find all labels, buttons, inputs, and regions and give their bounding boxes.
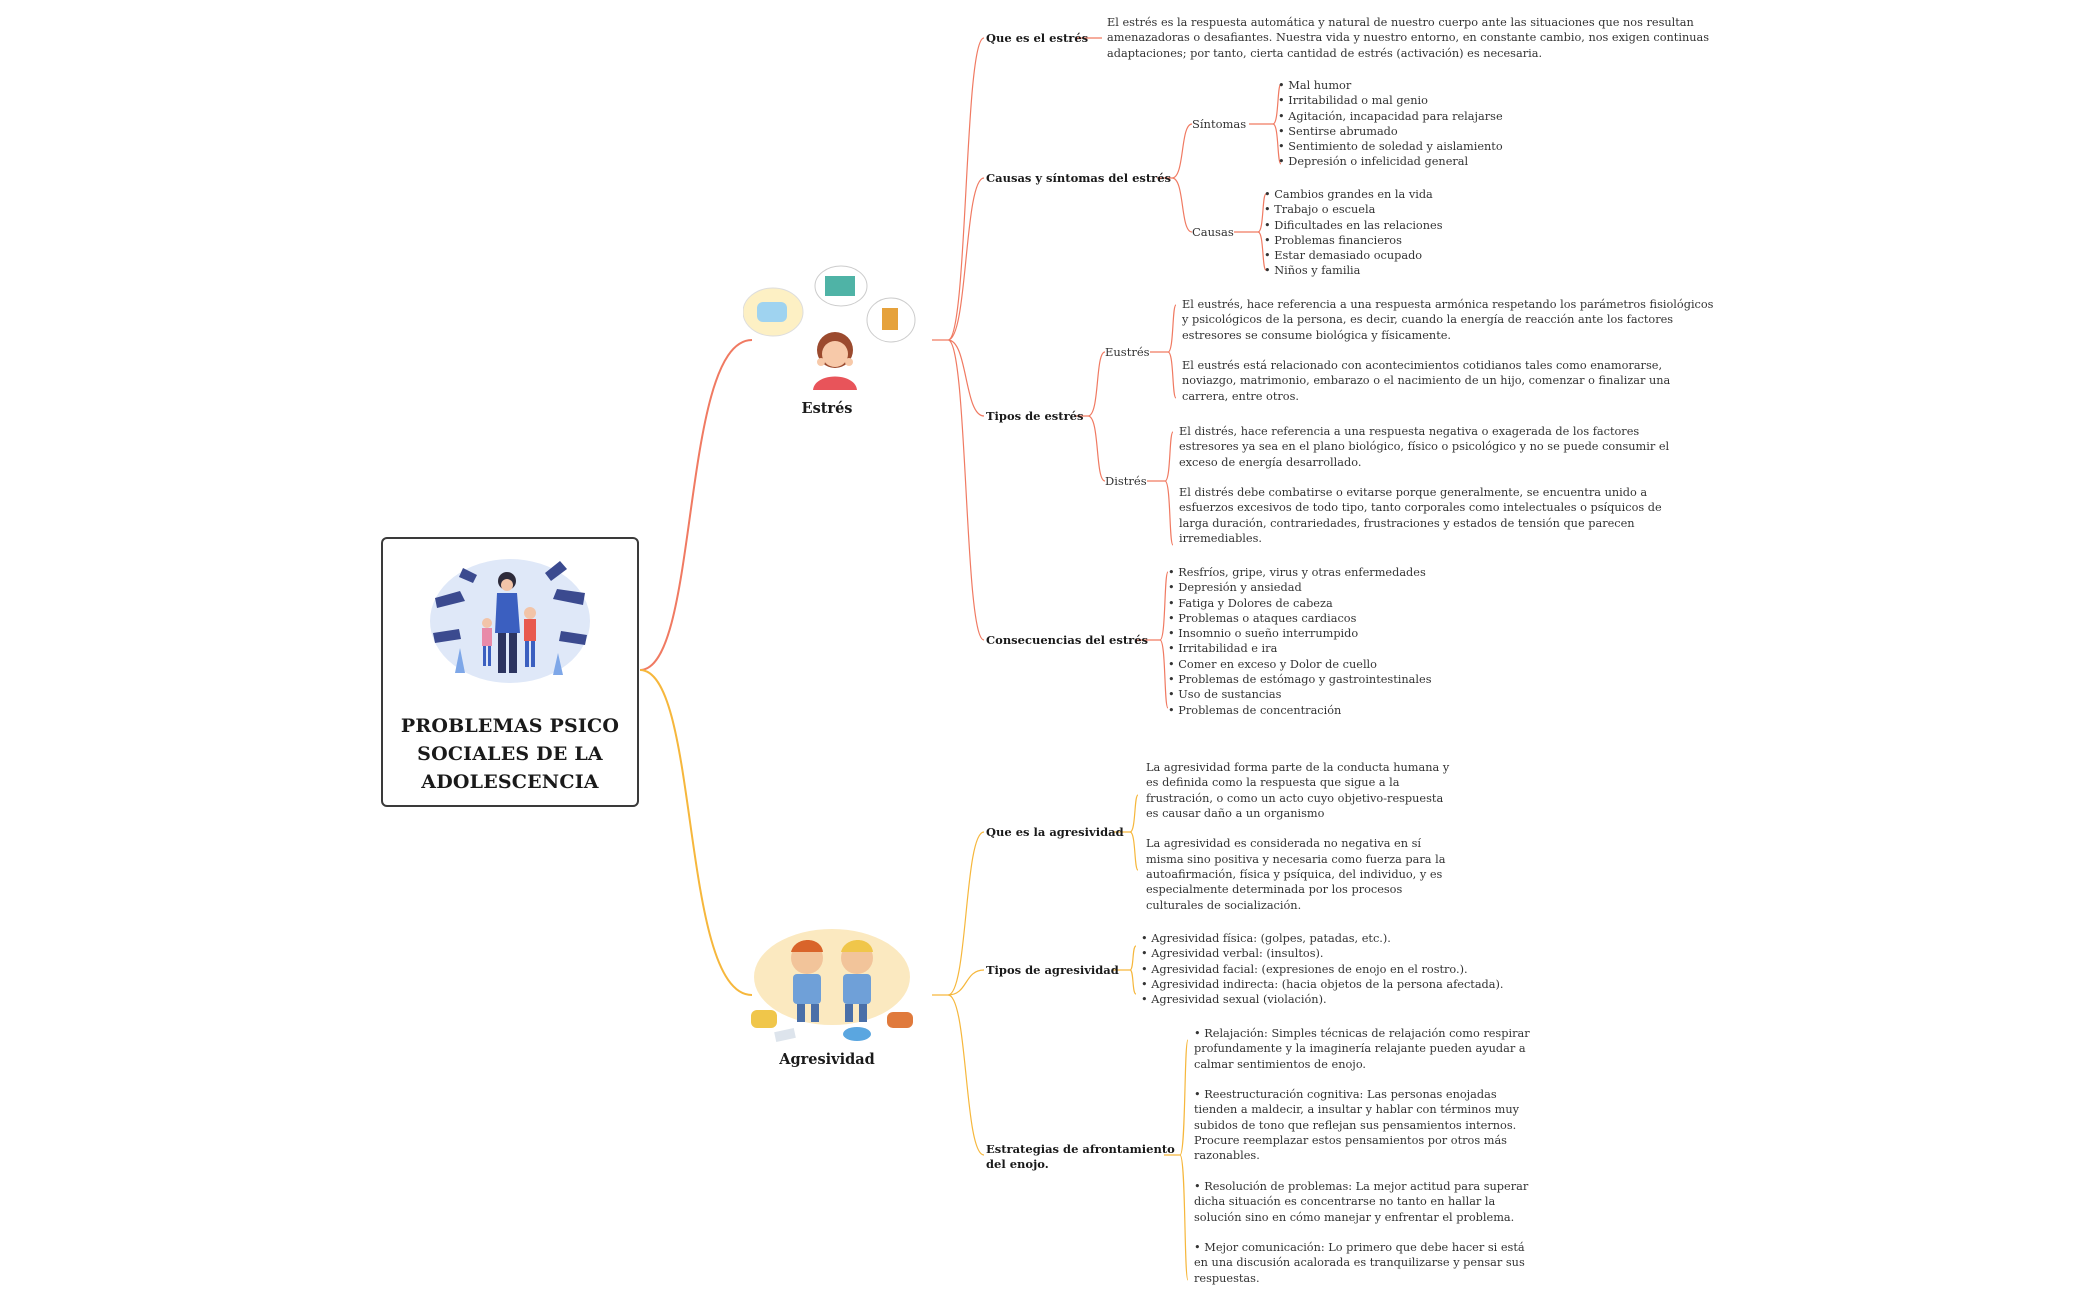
list-item: Agresividad facial: (expresiones de enoj… bbox=[1141, 962, 1504, 977]
que-es-agresividad-text: La agresividad forma parte de la conduct… bbox=[1146, 761, 1450, 912]
list-item: Niños y familia bbox=[1264, 263, 1443, 278]
node-causas-sintomas[interactable]: Causas y síntomas del estrés bbox=[986, 171, 1172, 185]
node-tipos-estres[interactable]: Tipos de estrés bbox=[986, 409, 1084, 423]
edge-root-estres bbox=[639, 339, 753, 671]
list-item: Agresividad física: (golpes, patadas, et… bbox=[1141, 931, 1504, 946]
node-estres[interactable]: Estrés bbox=[801, 400, 853, 417]
list-item: Uso de sustancias bbox=[1168, 687, 1432, 702]
node-estrategias[interactable]: Estrategias de afrontamiento del enojo. bbox=[986, 1142, 1175, 1171]
list-item: Irritabilidad e ira bbox=[1168, 641, 1432, 656]
edge-distres-text bbox=[1147, 431, 1174, 546]
edge-sintomas-list bbox=[1249, 83, 1282, 165]
edge-agresividad-branches bbox=[932, 831, 985, 1156]
list-item: Insomnio o sueño interrumpido bbox=[1168, 626, 1432, 641]
edge-root-agresividad bbox=[639, 669, 753, 996]
consecuencias-list: Resfríos, gripe, virus y otras enfermeda… bbox=[1168, 565, 1432, 718]
node-agresividad[interactable]: Agresividad bbox=[779, 1051, 875, 1068]
list-item: Sentirse abrumado bbox=[1278, 124, 1503, 139]
edge-estres-branches bbox=[932, 37, 985, 641]
node-tipos-agresividad[interactable]: Tipos de agresividad bbox=[986, 963, 1119, 977]
stressed-woman-illustration[interactable] bbox=[743, 262, 923, 390]
list-item: Problemas o ataques cardiacos bbox=[1168, 611, 1432, 626]
node-sintomas[interactable]: Síntomas bbox=[1192, 117, 1247, 131]
que-es-estres-text: El estrés es la respuesta automática y n… bbox=[1107, 16, 1710, 60]
causas-list: Cambios grandes en la vida Trabajo o esc… bbox=[1264, 187, 1443, 279]
list-item: Dificultades en las relaciones bbox=[1264, 218, 1442, 233]
fighting-kids-illustration[interactable] bbox=[745, 922, 920, 1044]
eustres-text: El eustrés, hace referencia a una respue… bbox=[1182, 298, 1714, 403]
sintomas-list: Mal humor Irritabilidad o mal genio Agit… bbox=[1278, 78, 1503, 170]
list-item: Agresividad indirecta: (hacia objetos de… bbox=[1141, 977, 1503, 992]
edge-estrategias-text bbox=[1164, 1039, 1189, 1281]
estrategias-text: • Relajación: Simples técnicas de relaja… bbox=[1194, 1027, 1530, 1285]
node-eustres[interactable]: Eustrés bbox=[1105, 345, 1150, 359]
list-item: Cambios grandes en la vida bbox=[1264, 187, 1443, 202]
edge-eustres-text bbox=[1150, 304, 1177, 399]
list-item: Agresividad sexual (violación). bbox=[1141, 992, 1504, 1007]
list-item: Fatiga y Dolores de cabeza bbox=[1168, 596, 1432, 611]
list-item: Irritabilidad o mal genio bbox=[1278, 93, 1503, 108]
node-consecuencias[interactable]: Consecuencias del estrés bbox=[986, 633, 1148, 647]
list-item: Depresión o infelicidad general bbox=[1278, 154, 1503, 169]
node-distres[interactable]: Distrés bbox=[1105, 474, 1147, 488]
list-item: Depresión y ansiedad bbox=[1168, 580, 1432, 595]
node-causas[interactable]: Causas bbox=[1192, 225, 1234, 239]
edge-tipos bbox=[1075, 351, 1106, 482]
edge-causas bbox=[1157, 123, 1193, 233]
family-illustration bbox=[430, 559, 590, 683]
list-item: Agresividad verbal: (insultos). bbox=[1141, 946, 1504, 961]
node-que-es-agresividad[interactable]: Que es la agresividad bbox=[986, 825, 1124, 839]
list-item: Trabajo o escuela bbox=[1264, 202, 1443, 217]
list-item: Agitación, incapacidad para relajarse bbox=[1278, 109, 1502, 124]
edge-causas-list bbox=[1234, 193, 1267, 271]
list-item: Problemas financieros bbox=[1264, 233, 1443, 248]
list-item: Sentimiento de soledad y aislamiento bbox=[1278, 139, 1502, 154]
list-item: Mal humor bbox=[1278, 78, 1503, 93]
node-que-es-estres[interactable]: Que es el estrés bbox=[986, 31, 1089, 45]
edge-queesagr-text bbox=[1114, 794, 1139, 871]
tipos-agresividad-list: Agresividad física: (golpes, patadas, et… bbox=[1141, 931, 1504, 1007]
root-title: PROBLEMAS PSICO SOCIALES DE LA ADOLESCEN… bbox=[400, 715, 620, 793]
list-item: Resfríos, gripe, virus y otras enfermeda… bbox=[1168, 565, 1432, 580]
list-item: Problemas de concentración bbox=[1168, 703, 1432, 718]
list-item: Estar demasiado ocupado bbox=[1264, 248, 1443, 263]
distres-text: El distrés, hace referencia a una respue… bbox=[1179, 425, 1670, 546]
edge-tiposagr-list bbox=[1112, 945, 1137, 995]
list-item: Comer en exceso y Dolor de cuello bbox=[1168, 657, 1432, 672]
list-item: Problemas de estómago y gastrointestinal… bbox=[1168, 672, 1431, 687]
